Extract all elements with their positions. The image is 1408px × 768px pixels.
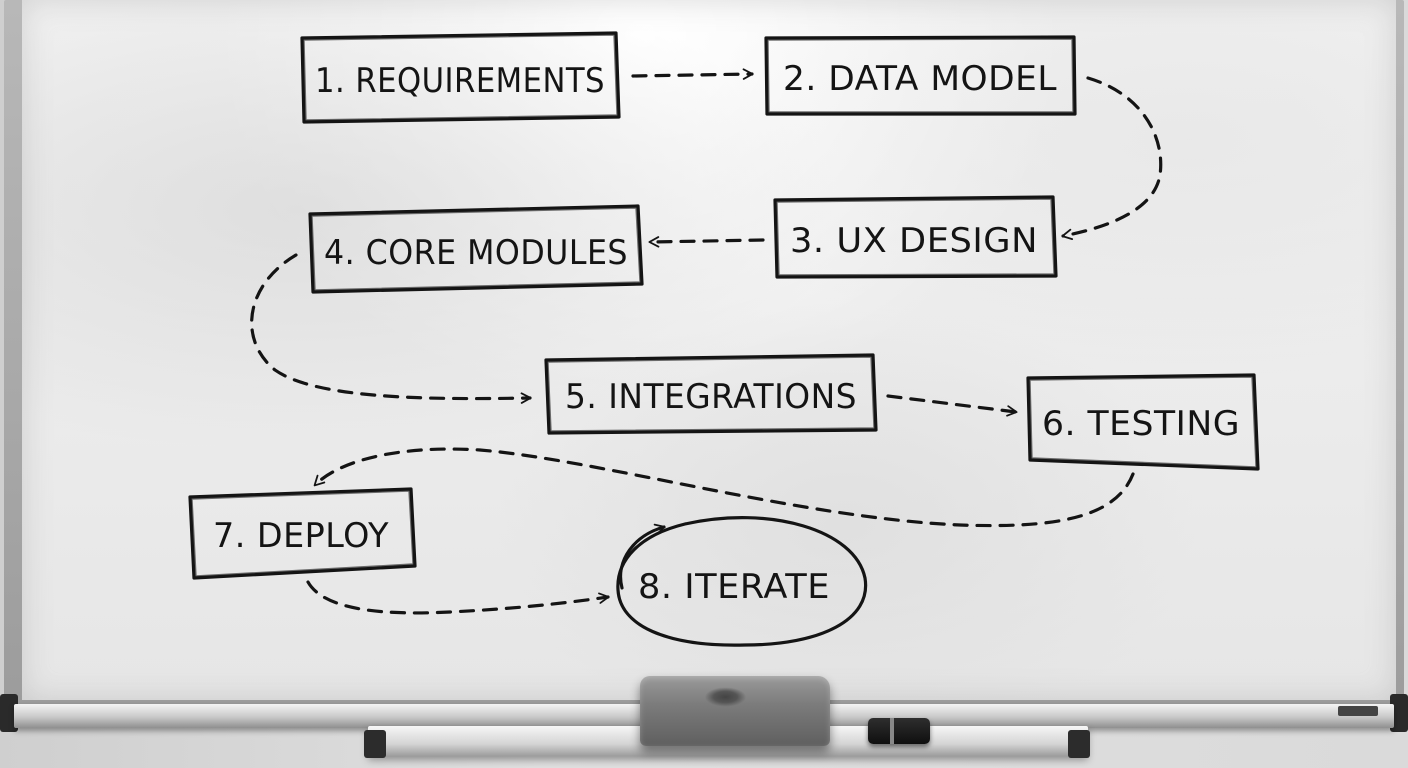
step-deploy-label: 7. DEPLOY xyxy=(213,516,389,556)
frame-corner-left xyxy=(0,694,18,732)
oval-iterate-outline xyxy=(616,516,868,647)
arrow-2-to-3 xyxy=(1061,76,1163,241)
step-requirements-label: 1. REQUIREMENTS xyxy=(315,61,605,101)
tray-cap-right xyxy=(1068,730,1090,758)
box-testing-outline xyxy=(1026,373,1260,471)
arrow-6-to-7 xyxy=(313,447,1135,528)
arrow-5-to-6 xyxy=(886,394,1018,417)
box-core-modules-outline xyxy=(308,204,644,294)
step-integrations-label: 5. INTEGRATIONS xyxy=(565,377,857,417)
tray-cap-left xyxy=(364,730,386,758)
arrow-7-to-8 xyxy=(306,580,610,615)
box-ux-design-outline xyxy=(773,195,1058,279)
arrow-iterate-loop xyxy=(619,523,666,590)
frame-corner-right xyxy=(1390,694,1408,732)
marker-pen xyxy=(868,718,930,744)
step-core-modules-label: 4. CORE MODULES xyxy=(324,233,628,273)
step-ux-design-label: 3. UX DESIGN xyxy=(790,221,1038,261)
step-testing-label: 6. TESTING xyxy=(1042,404,1240,444)
box-requirements-outline xyxy=(300,31,621,124)
box-integrations-outline xyxy=(544,353,878,435)
box-data-model-outline xyxy=(764,35,1077,116)
step-data-model-label: 2. DATA MODEL xyxy=(783,59,1057,99)
step-iterate-label: 8. ITERATE xyxy=(638,567,830,607)
arrow-1-to-2 xyxy=(631,68,754,80)
box-deploy-outline xyxy=(188,487,417,580)
arrow-3-to-4 xyxy=(648,236,765,248)
whiteboard-eraser xyxy=(640,676,830,746)
marker-band xyxy=(890,718,894,744)
whiteboard-surface xyxy=(22,0,1396,700)
arrow-4-to-5 xyxy=(250,253,532,404)
brand-plate xyxy=(1338,706,1378,716)
